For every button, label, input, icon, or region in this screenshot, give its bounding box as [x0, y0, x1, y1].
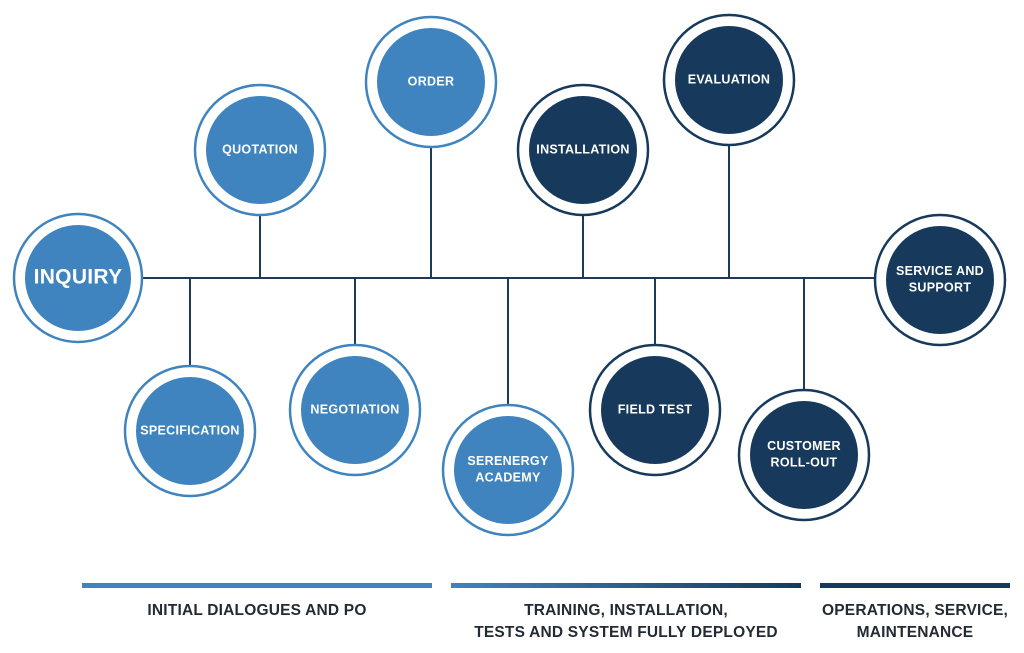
node-circle	[750, 401, 858, 509]
node-installation: INSTALLATION	[516, 83, 650, 217]
phase-bar	[82, 583, 432, 588]
node-label: SPECIFICATION	[140, 423, 240, 437]
node-field-test: FIELD TEST	[588, 343, 722, 477]
node-negotiation: NEGOTIATION	[288, 343, 422, 477]
node-label: ROLL-OUT	[771, 456, 838, 470]
node-order: ORDER	[364, 15, 498, 149]
node-circle	[675, 26, 783, 134]
phase-label: OPERATIONS, SERVICE,	[822, 602, 1008, 619]
process-nodes: INQUIRY QUOTATION ORDER SPECIFICATION NEGOTI…	[12, 13, 1007, 537]
node-circle	[301, 356, 409, 464]
phase-bar	[820, 583, 1010, 588]
connector-lines	[140, 145, 885, 405]
node-label: NEGOTIATION	[310, 402, 399, 416]
node-specification: SPECIFICATION	[123, 364, 257, 498]
node-circle	[886, 226, 994, 334]
node-label: INSTALLATION	[536, 142, 629, 156]
phase-bar	[451, 583, 801, 588]
node-customer-roll-out: CUSTOMER ROLL-OUT	[737, 388, 871, 522]
node-circle	[377, 28, 485, 136]
phase-training-installation: TRAINING, INSTALLATION, TESTS AND SYSTEM …	[451, 583, 801, 641]
node-circle	[206, 96, 314, 204]
phase-label: TRAINING, INSTALLATION,	[524, 602, 728, 619]
phase-initial-dialogues: INITIAL DIALOGUES AND PO	[82, 583, 432, 619]
node-label: ORDER	[408, 74, 455, 88]
node-label: INQUIRY	[34, 266, 123, 289]
phase-label: MAINTENANCE	[857, 624, 974, 641]
node-circle	[454, 416, 562, 524]
phase-bars: INITIAL DIALOGUES AND PO TRAINING, INSTAL…	[82, 583, 1010, 641]
node-serenergy-academy: SERENERGY ACADEMY	[441, 403, 575, 537]
node-label: EVALUATION	[688, 72, 770, 86]
node-label: SERENERGY	[467, 454, 549, 468]
node-label: CUSTOMER	[767, 439, 841, 453]
node-evaluation: EVALUATION	[662, 13, 796, 147]
node-circle	[529, 96, 637, 204]
node-label: FIELD TEST	[618, 402, 693, 416]
node-label: SERVICE AND	[896, 264, 984, 278]
phase-label: TESTS AND SYSTEM FULLY DEPLOYED	[474, 624, 778, 641]
node-label: SUPPORT	[909, 281, 972, 295]
node-circle	[136, 377, 244, 485]
node-circle	[25, 225, 131, 331]
node-service-and-support: SERVICE AND SUPPORT	[873, 213, 1007, 347]
node-circle	[601, 356, 709, 464]
node-label: ACADEMY	[475, 471, 541, 485]
phase-operations: OPERATIONS, SERVICE, MAINTENANCE	[820, 583, 1010, 641]
node-label: QUOTATION	[222, 142, 298, 156]
node-inquiry: INQUIRY	[12, 212, 144, 344]
phase-label: INITIAL DIALOGUES AND PO	[147, 602, 366, 619]
node-quotation: QUOTATION	[193, 83, 327, 217]
